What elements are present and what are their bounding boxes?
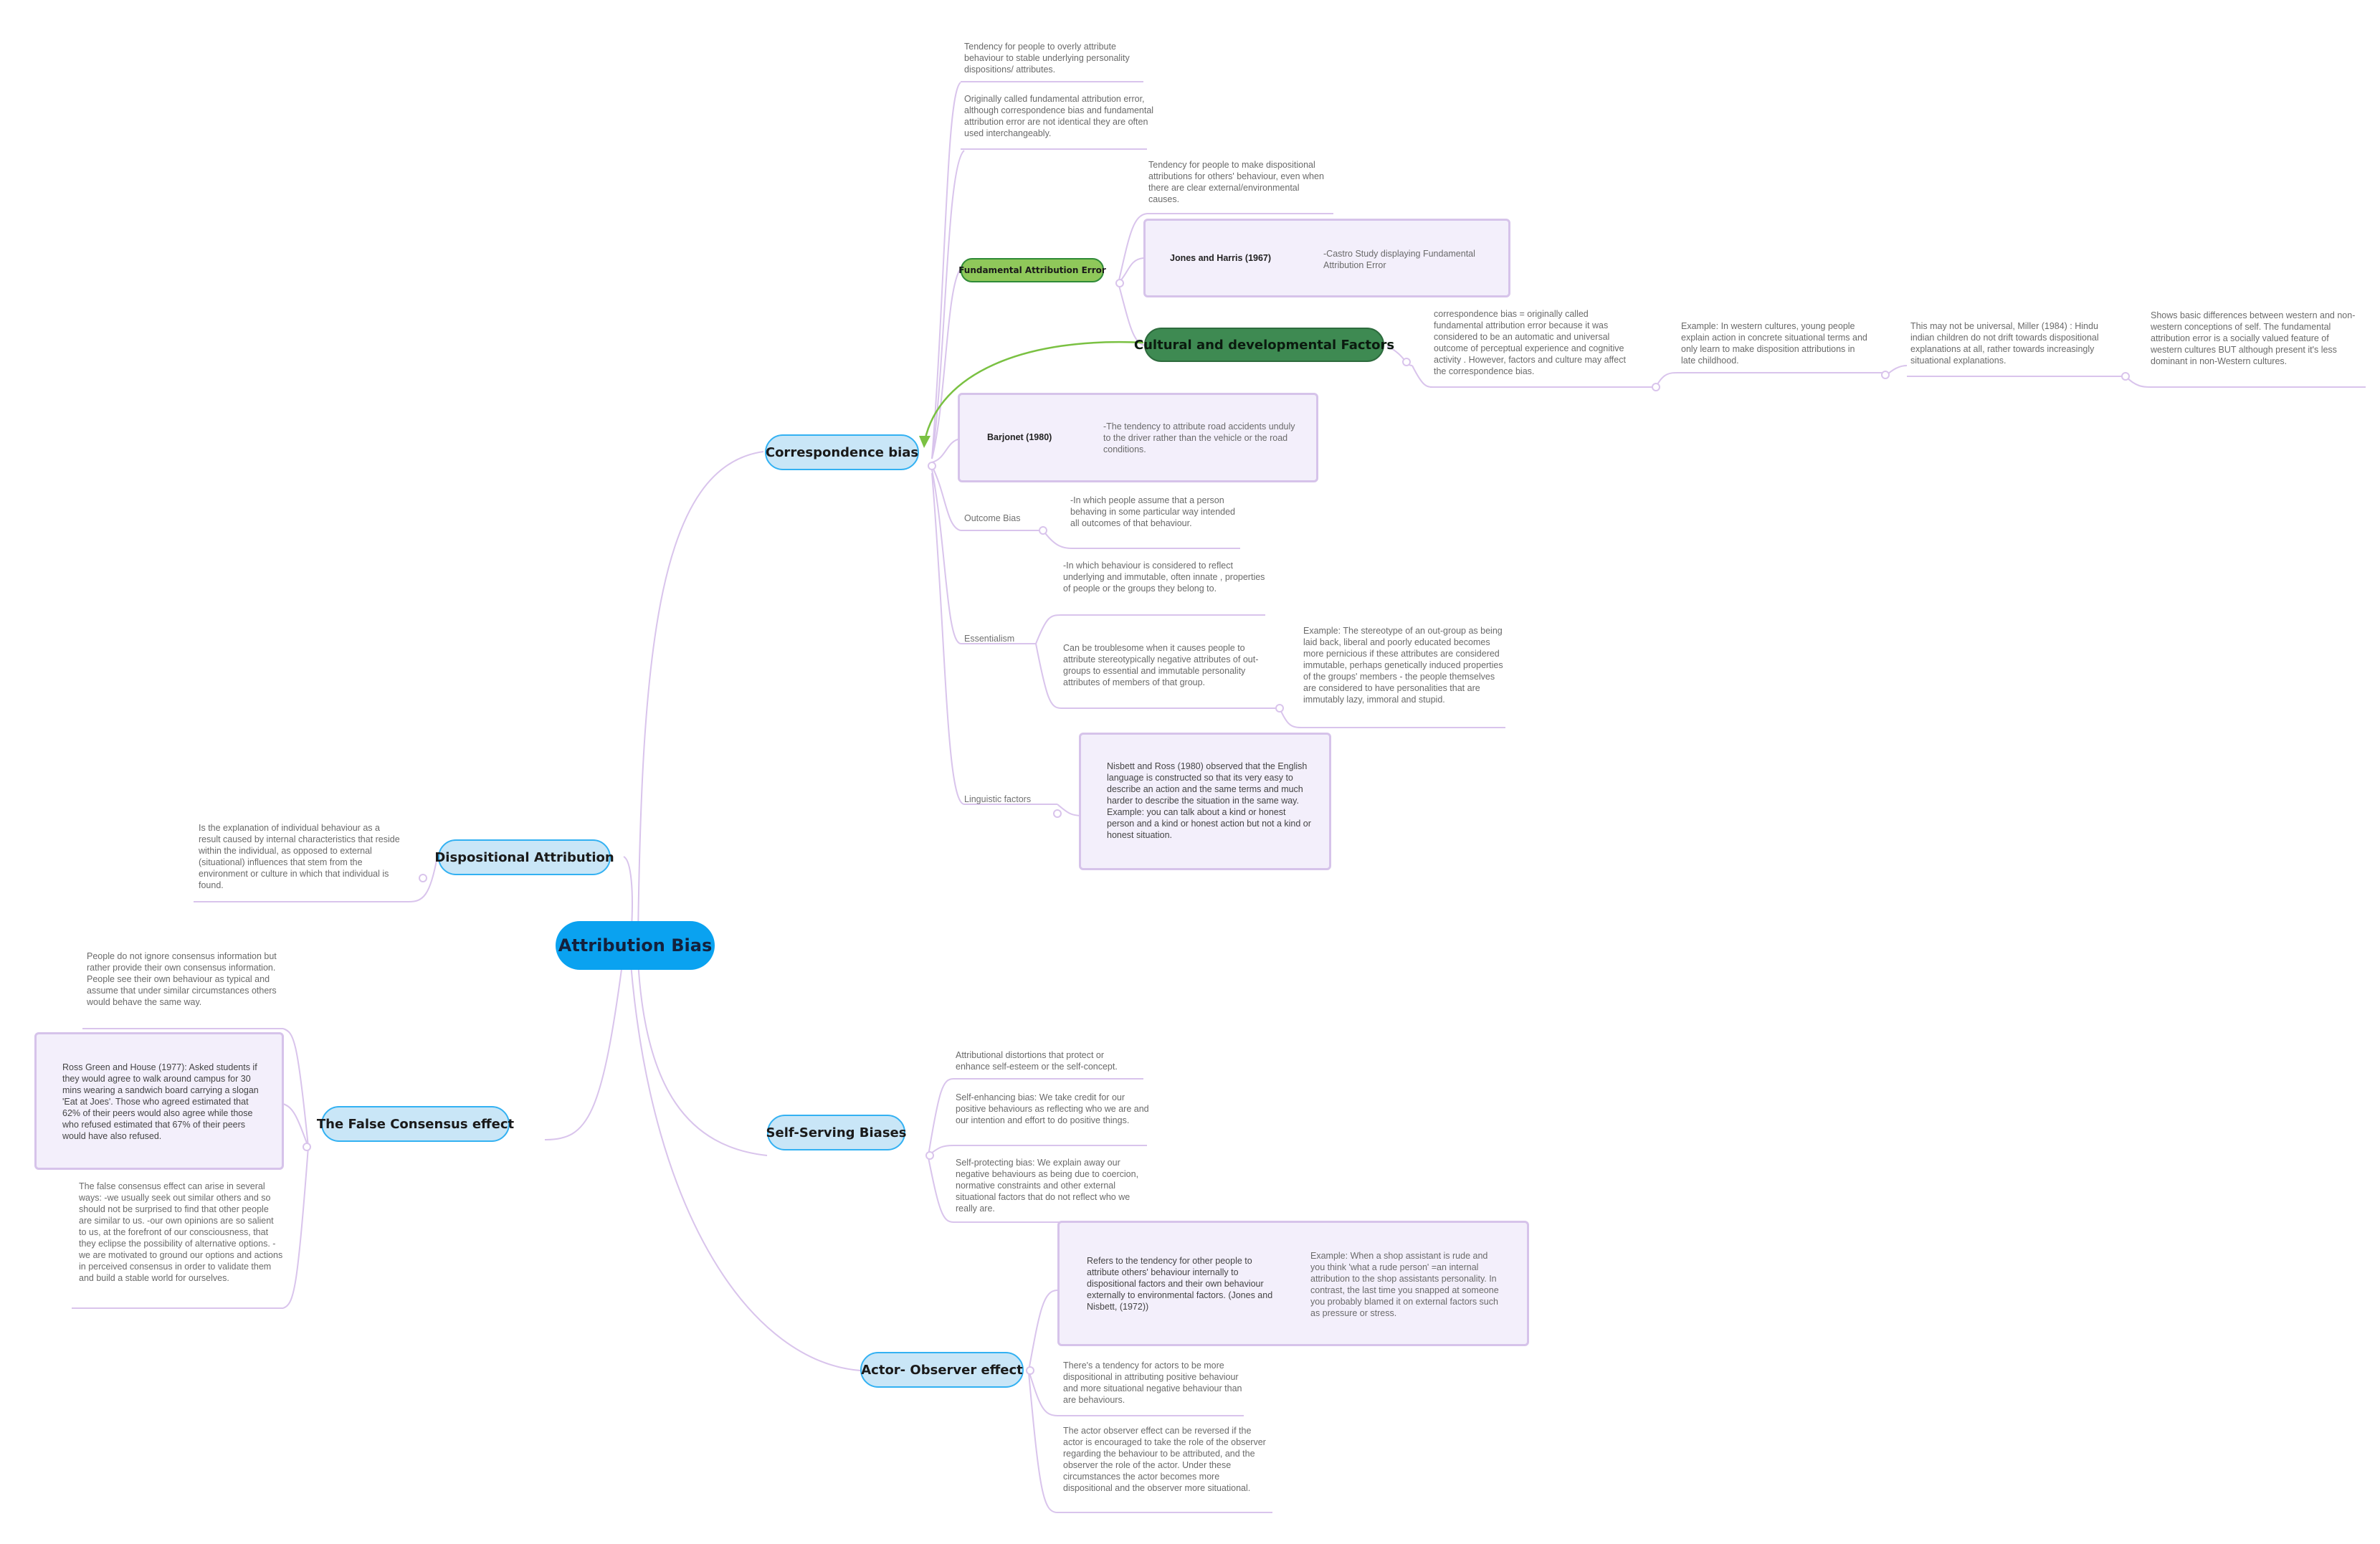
self-serving-text-2: Self-enhancing bias: We take credit for …: [956, 1092, 1149, 1125]
linguistic-text: Nisbett and Ross (1980) observed that th…: [1107, 761, 1311, 840]
barjonet-text: -The tendency to attribute road accident…: [1103, 421, 1295, 454]
jones-harris-title: Jones and Harris (1967): [1170, 253, 1272, 263]
false-consensus-text-1: People do not ignore consensus informati…: [87, 951, 277, 1007]
self-serving-biases-node[interactable]: Self-Serving Biases: [766, 1115, 906, 1150]
essentialism-label: Essentialism: [964, 634, 1015, 644]
linguistic-box: Nisbett and Ross (1980) observed that th…: [1079, 733, 1331, 870]
correspondence-bias-node[interactable]: Correspondence bias: [765, 434, 919, 470]
self-serving-text-3: Self-protecting bias: We explain away ou…: [956, 1158, 1139, 1214]
cultural-text-4: Shows basic differences between western …: [2151, 310, 2356, 366]
ross-green-house-box: Ross Green and House (1977): Asked stude…: [34, 1032, 284, 1170]
dispositional-attribution-node[interactable]: Dispositional Attribution: [434, 839, 614, 875]
essentialism-text-3: Example: The stereotype of an out-group …: [1303, 626, 1503, 705]
ross-green-house-text: Ross Green and House (1977): Asked stude…: [62, 1062, 259, 1141]
outcome-bias-label: Outcome Bias: [964, 513, 1021, 523]
essentialism-text-2: Can be troublesome when it causes people…: [1063, 643, 1259, 687]
correspondence-definition-text: Tendency for people to overly attribute …: [964, 42, 1130, 75]
jones-harris-box: Jones and Harris (1967) -Castro Study di…: [1143, 219, 1510, 297]
cultural-developmental-node[interactable]: Cultural and developmental Factors: [1134, 328, 1394, 362]
barjonet-box: Barjonet (1980) -The tendency to attribu…: [958, 393, 1318, 482]
jones-harris-text: -Castro Study displaying Fundamental Att…: [1323, 249, 1475, 270]
linguistic-factors-label: Linguistic factors: [964, 794, 1032, 804]
actor-observer-text-2: Example: When a shop assistant is rude a…: [1310, 1251, 1499, 1318]
cultural-text-1: correspondence bias = originally called …: [1434, 309, 1626, 376]
cultural-text-3: This may not be universal, Miller (1984)…: [1910, 321, 2099, 366]
cultural-text-2: Example: In western cultures, young peop…: [1681, 321, 1867, 366]
essentialism-text-1: -In which behaviour is considered to ref…: [1063, 561, 1265, 594]
actor-observer-box: Refers to the tendency for other people …: [1057, 1221, 1529, 1346]
self-serving-text-1: Attributional distortions that protect o…: [956, 1050, 1118, 1072]
barjonet-title: Barjonet (1980): [987, 432, 1052, 442]
root-node[interactable]: Attribution Bias: [556, 921, 715, 970]
false-consensus-node[interactable]: The False Consensus effect: [317, 1106, 514, 1142]
dispositional-text: Is the explanation of individual behavio…: [199, 823, 400, 890]
false-consensus-text-3: The false consensus effect can arise in …: [79, 1181, 283, 1283]
actor-observer-text-4: The actor observer effect can be reverse…: [1063, 1426, 1266, 1493]
actor-observer-text-3: There's a tendency for actors to be more…: [1063, 1360, 1242, 1405]
outcome-bias-text: -In which people assume that a person be…: [1070, 495, 1235, 528]
fae-definition-text: Tendency for people to make dispositiona…: [1148, 160, 1324, 204]
fundamental-attribution-error-node[interactable]: Fundamental Attribution Error: [958, 258, 1106, 282]
correspondence-origin-text: Originally called fundamental attributio…: [964, 94, 1154, 138]
actor-observer-text-1: Refers to the tendency for other people …: [1087, 1256, 1273, 1312]
actor-observer-node[interactable]: Actor- Observer effect: [860, 1352, 1024, 1388]
